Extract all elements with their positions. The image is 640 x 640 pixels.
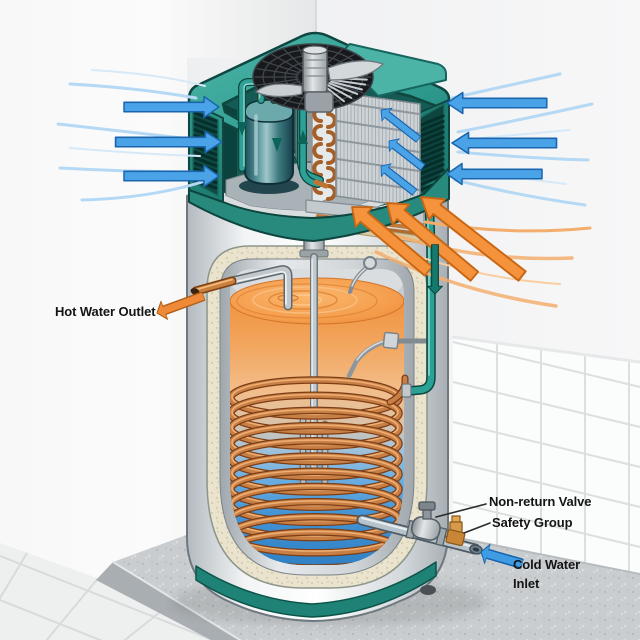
non-return-valve	[405, 501, 448, 547]
heat-pump-unit	[187, 31, 451, 244]
label-hot-water-outlet: Hot Water Outlet	[55, 304, 156, 319]
tiled-wall	[451, 335, 640, 574]
label-cold-water-inlet: Cold Water Inlet	[513, 557, 581, 591]
fan-hub	[302, 45, 334, 113]
label-non-return-valve: Non-return Valve	[489, 494, 592, 509]
tank-foot	[420, 585, 436, 595]
label-safety-group: Safety Group	[492, 515, 573, 530]
unit-apron	[188, 167, 450, 242]
storage-tank	[186, 147, 483, 622]
air-intake-arrows-left	[114, 95, 223, 188]
airflow-arrows	[56, 69, 594, 207]
cold-water-inlet-assembly	[356, 501, 483, 555]
flow-arrow-down	[272, 138, 282, 152]
copper-elbow	[313, 179, 329, 189]
hot-water-outlet-pipe	[190, 265, 293, 311]
leader-safety-group	[463, 522, 491, 534]
surface-ripples	[236, 283, 378, 319]
air-intake-arrows-right	[446, 91, 558, 186]
flow-arrow-up	[298, 130, 308, 144]
fan-blades	[255, 60, 384, 98]
temperature-probe-top	[348, 256, 377, 294]
pipe-collar	[401, 383, 412, 398]
condenser-heating-coil	[230, 376, 403, 565]
leader-non-return-valve	[435, 503, 487, 518]
safety-group-valve	[445, 515, 466, 547]
tank-base-ring	[195, 561, 437, 618]
leader-lines	[435, 503, 491, 534]
left-wall	[0, 0, 316, 584]
compressor	[239, 95, 299, 194]
heat-exhaust-arrows	[342, 185, 592, 308]
temperature-probe-mid	[346, 331, 429, 379]
flow-arrow-down	[237, 122, 247, 136]
